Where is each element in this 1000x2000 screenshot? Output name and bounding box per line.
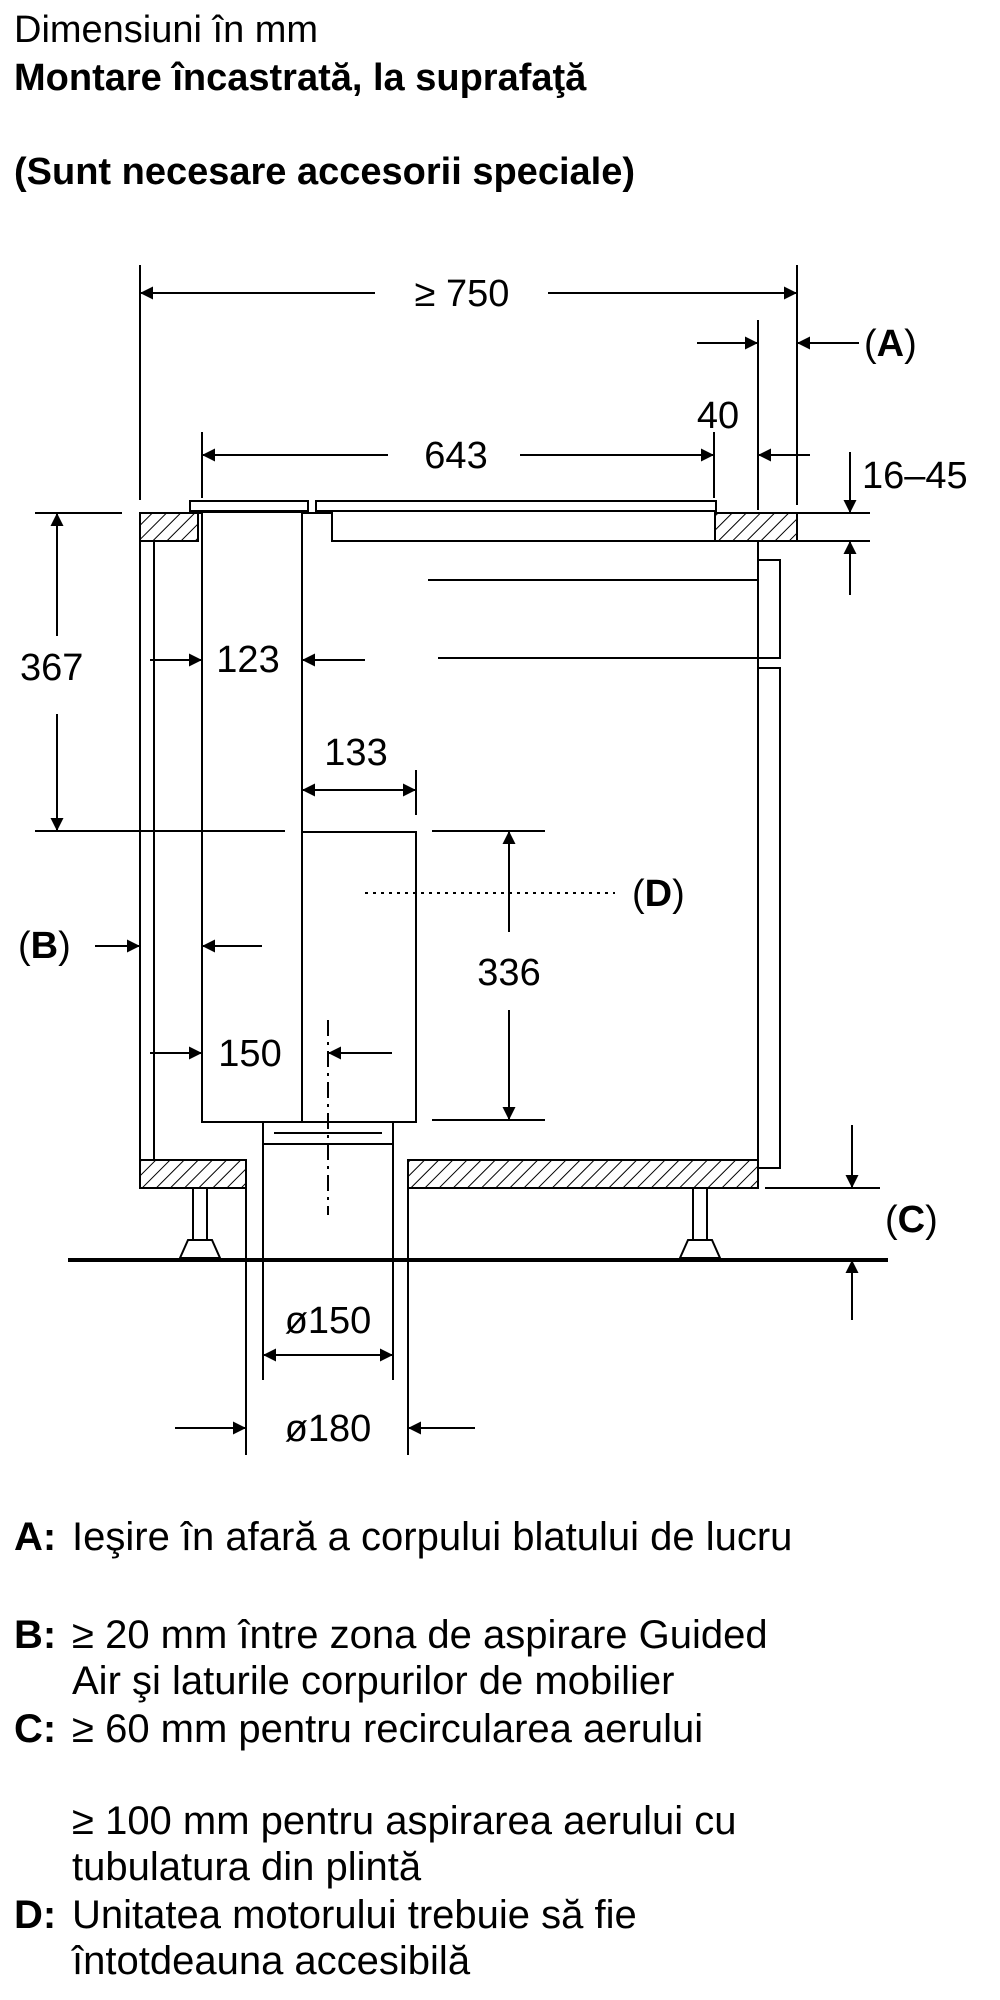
installation-diagram: ≥ 750 643 40 16–45 367 123 133 336 150 ø… <box>18 265 968 1455</box>
hob-glass-left <box>189 500 309 512</box>
drawer-front-top <box>757 559 781 659</box>
dim-16-45-label: 16–45 <box>862 455 968 497</box>
callout-d-letter: D <box>645 873 672 915</box>
legend-text-c-line1: ≥ 60 mm pentru recircularea aerului <box>72 1707 704 1751</box>
callout-a-open-paren: ( <box>864 323 877 365</box>
legend-text-b-line1: ≥ 20 mm între zona de aspirare Guided <box>72 1613 768 1657</box>
legend-item-a: A: Ieşire în afară a corpului blatului de… <box>14 1514 792 1560</box>
dim-336-label: 336 <box>477 952 540 994</box>
legend-text-c-line3: tubulatura din plintă <box>72 1845 422 1889</box>
drawer-front-bottom <box>757 667 781 1169</box>
legend-key-d: D: <box>14 1893 57 1937</box>
callout-c-close-paren: ) <box>925 1199 938 1241</box>
callout-d-label: (D) <box>632 873 685 915</box>
legend-text-c-line2: ≥ 100 mm pentru aspirarea aerului cu <box>72 1799 737 1843</box>
dim-150-label: 150 <box>218 1033 281 1075</box>
dim-367-label: 367 <box>20 647 83 689</box>
legend-key-c: C: <box>14 1707 57 1751</box>
leg-right-foot <box>678 1239 722 1259</box>
callout-a-close-paren: ) <box>904 323 917 365</box>
callout-c-letter: C <box>898 1199 925 1241</box>
callout-a-label: (A) <box>864 323 917 365</box>
callout-d-open-paren: ( <box>632 873 645 915</box>
dim-133-label: 133 <box>324 732 387 774</box>
legend-key-a: A: <box>14 1515 57 1559</box>
motor-unit <box>301 831 417 1123</box>
legend-text-d-line2: întotdeauna accesibilă <box>72 1939 471 1983</box>
callout-d-close-paren: ) <box>672 873 685 915</box>
countertop-right-section <box>714 512 798 542</box>
dia-180-label: ø180 <box>285 1408 372 1450</box>
hob-glass-right <box>315 500 717 512</box>
dia-150-label: ø150 <box>285 1300 372 1342</box>
legend-item-d: D: Unitatea motorului trebuie să fie <box>14 1892 637 1938</box>
header-units: Dimensiuni în mm <box>14 9 319 51</box>
hob-body <box>331 510 716 542</box>
callout-b-label: (B) <box>18 925 71 967</box>
callout-a-letter: A <box>877 323 904 365</box>
cabinet-bottom-right <box>407 1159 759 1189</box>
leg-right-post <box>692 1187 708 1241</box>
legend-text-a: Ieşire în afară a corpului blatului de l… <box>72 1515 793 1559</box>
dim-643-label: 643 <box>424 435 487 477</box>
legend-text-b-line2: Air şi laturile corpurilor de mobilier <box>72 1659 675 1703</box>
callout-b-open-paren: ( <box>18 925 31 967</box>
dim-123-label: 123 <box>216 639 279 681</box>
header-accessories-note: (Sunt necesare accesorii speciale) <box>14 151 635 193</box>
dim-750-label: ≥ 750 <box>415 273 510 315</box>
callout-c-open-paren: ( <box>885 1199 898 1241</box>
dim-40-label: 40 <box>697 395 739 437</box>
legend-text-d-line1: Unitatea motorului trebuie să fie <box>72 1893 637 1937</box>
leg-left-foot <box>178 1239 222 1259</box>
countertop-left-section <box>139 512 199 542</box>
callout-c-label: (C) <box>885 1199 938 1241</box>
legend-item-c: C: ≥ 60 mm pentru recircularea aerului <box>14 1706 703 1752</box>
callout-b-close-paren: ) <box>58 925 71 967</box>
header-mounting-type: Montare încastrată, la suprafaţă <box>14 57 587 99</box>
legend-item-b: B: ≥ 20 mm între zona de aspirare Guided <box>14 1612 768 1658</box>
leg-left-post <box>192 1187 208 1241</box>
callout-b-letter: B <box>31 925 58 967</box>
legend-key-b: B: <box>14 1613 57 1657</box>
air-duct-column <box>201 511 303 1123</box>
cabinet-bottom-left <box>139 1159 247 1189</box>
